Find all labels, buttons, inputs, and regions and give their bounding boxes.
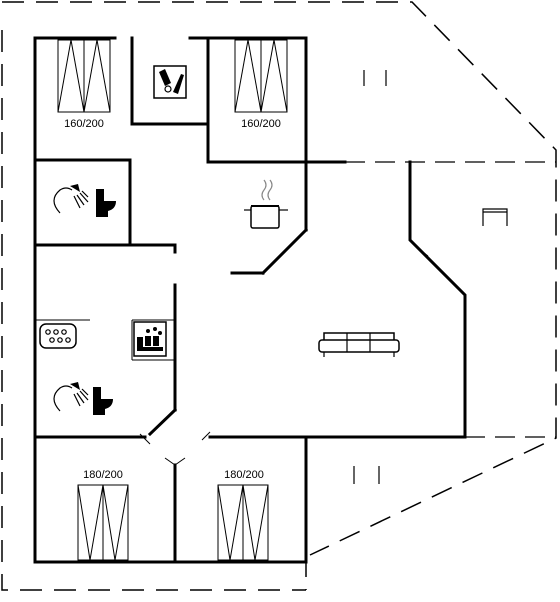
door-openings — [34, 249, 429, 466]
grill-icon — [482, 208, 508, 226]
bed-label-bottom-right: 180/200 — [224, 469, 264, 481]
cooking-pot-icon — [244, 179, 288, 229]
whirlpool-icon — [39, 323, 77, 349]
exterior-walls — [33, 36, 467, 564]
interior-walls — [33, 36, 309, 564]
terrace-chairs-icon — [363, 70, 387, 86]
toilet-icon — [96, 189, 116, 217]
bed-label-bottom-left: 180/200 — [83, 469, 123, 481]
sofa-icon — [318, 332, 400, 357]
terrace-chairs-icon — [353, 466, 380, 484]
toilet-icon — [93, 387, 113, 415]
terrace-divider — [345, 161, 556, 438]
bed-bottom-right — [217, 484, 269, 561]
bed-label-top-right: 160/200 — [241, 118, 281, 130]
terrace-boundary — [1, 1, 557, 591]
bed-top-left — [57, 39, 111, 113]
bed-bottom-left — [77, 484, 129, 561]
bed-top-right — [234, 39, 288, 113]
shower-icon — [53, 382, 89, 412]
shower-icon — [53, 184, 89, 214]
sauna-icon — [133, 321, 167, 357]
washing-machine-icon — [153, 65, 187, 99]
bed-label-top-left: 160/200 — [64, 118, 104, 130]
